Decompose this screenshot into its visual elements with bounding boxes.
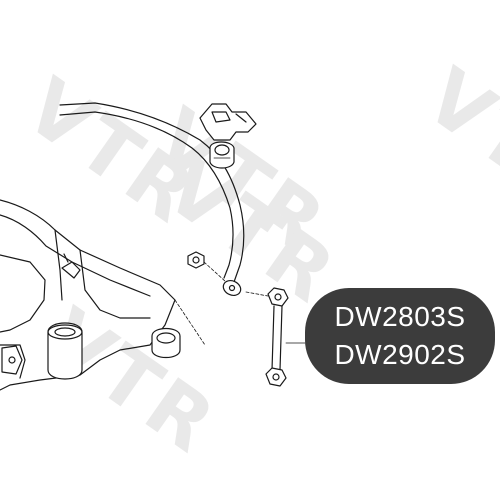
- watermark-vtr-4: VTR: [409, 52, 500, 232]
- part-number-2: DW2902S: [334, 339, 466, 370]
- rubber-bushing: [209, 141, 235, 169]
- stabilizer-link: [245, 287, 306, 387]
- part-number-callout: DW2803S DW2902S: [305, 288, 495, 384]
- subframe: [0, 199, 206, 391]
- nut: [187, 251, 227, 283]
- part-number-1: DW2803S: [334, 301, 466, 332]
- watermark-vtr-5: VTR: [29, 292, 233, 472]
- bushing-bracket: [199, 103, 257, 141]
- watermark-group: VTR VTR VTR VTR VTR: [9, 52, 500, 472]
